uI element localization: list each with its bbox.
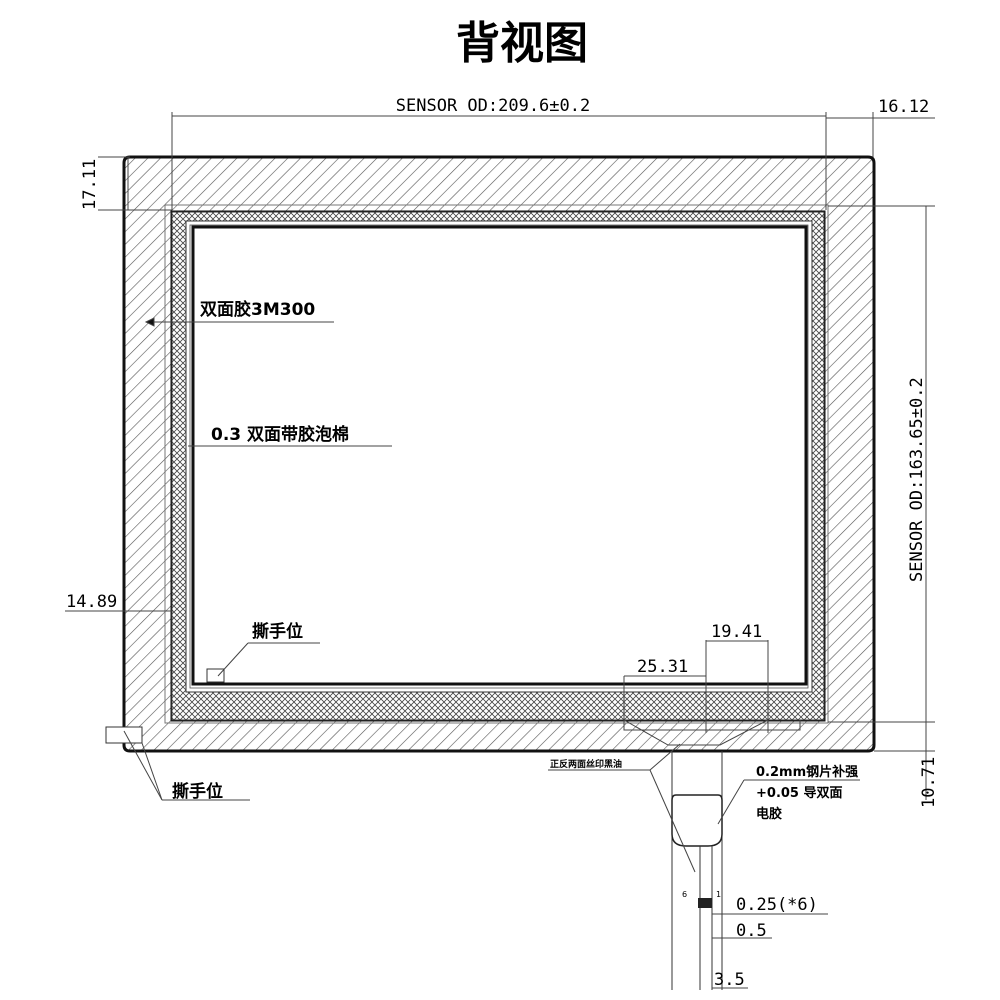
tear-tab-outer-label: 撕手位 — [172, 781, 223, 802]
pin-first-label: 1 — [716, 890, 721, 899]
pin-pitch-dim: 0.25(*6) — [736, 895, 818, 915]
silk-print-label: 正反两面丝印黑油 — [550, 758, 622, 770]
tear-tab-outer — [105, 726, 143, 744]
pin-width-dim: 0.5 — [736, 921, 767, 941]
tail-width-dim: 3.5 — [714, 970, 745, 990]
active-area — [191, 225, 808, 686]
stiffener-label-1: 0.2mm钢片补强 — [756, 764, 858, 780]
fpc-offset-dim: 25.31 — [637, 657, 688, 677]
view-title: 背视图 — [456, 18, 588, 69]
pin-last-label: 6 — [682, 890, 687, 899]
fpc-bond-area — [623, 640, 801, 746]
right-gap-dim: 16.12 — [878, 97, 929, 117]
leader-lines — [123, 317, 860, 873]
stiffener-label-3: 电胶 — [756, 806, 782, 822]
dimension-lines — [65, 112, 935, 989]
tear-tab-inner-label: 撕手位 — [252, 621, 303, 642]
left-offset-dim: 14.89 — [66, 592, 117, 612]
stiffener-label-2: +0.05 导双面 — [756, 786, 843, 801]
adhesive-label: 双面胶3M300 — [200, 299, 315, 320]
tear-tab-inner — [206, 668, 225, 683]
adhesive-band — [171, 211, 825, 721]
foam-label: 0.3 双面带胶泡棉 — [211, 424, 349, 445]
fpc-width-dim: 19.41 — [711, 622, 762, 642]
fpc-tail — [671, 751, 723, 990]
sensor-width-dim: SENSOR OD:209.6±0.2 — [396, 96, 590, 116]
top-border-dim: 17.11 — [80, 159, 100, 210]
sensor-height-dim: SENSOR OD:163.65±0.2 — [907, 377, 927, 582]
bottom-border-dim: 10.71 — [919, 757, 939, 808]
